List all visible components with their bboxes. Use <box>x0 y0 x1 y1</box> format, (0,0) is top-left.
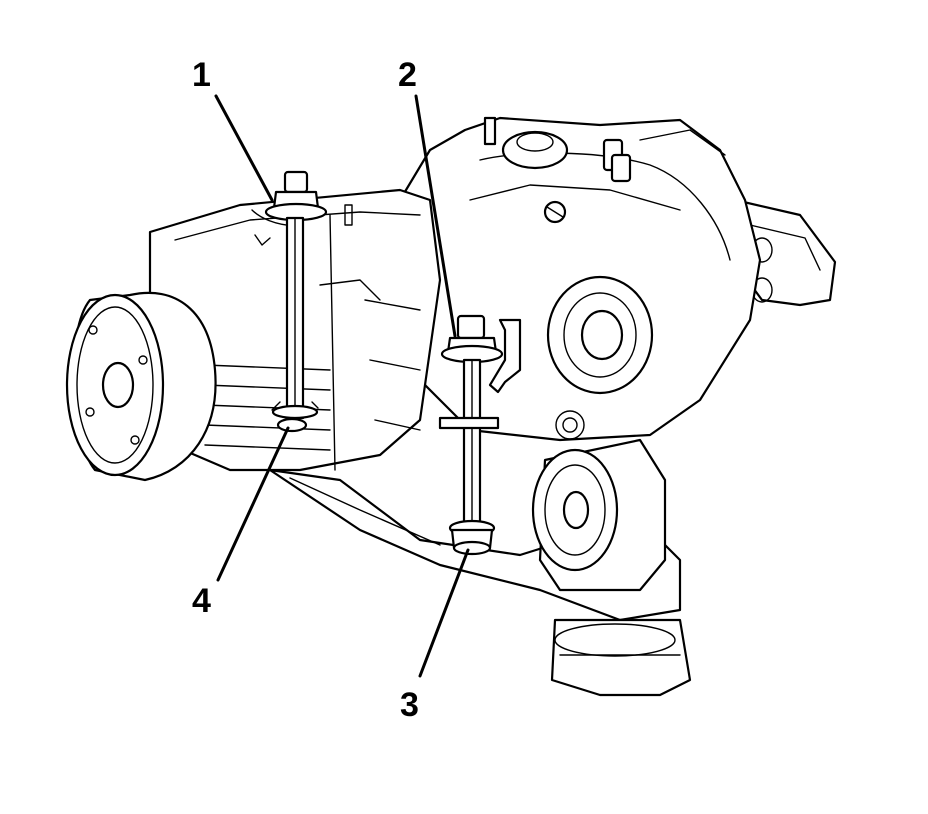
leader-line-2 <box>414 94 457 338</box>
callout-label-1: 1 <box>192 56 211 94</box>
mount-bolt-left <box>285 216 305 420</box>
bolt-retainer-4 <box>271 401 319 433</box>
leader-line-3 <box>418 548 470 678</box>
callout-label-3: 3 <box>400 686 419 724</box>
leader-line-4 <box>216 426 290 582</box>
leader-line-1 <box>214 94 274 202</box>
front-mount-bushing <box>531 438 667 592</box>
lower-bolt-head-3 <box>448 519 496 556</box>
callout-label-4: 4 <box>192 582 211 620</box>
upper-nut-bracket-2 <box>440 314 522 394</box>
callout-label-2: 2 <box>398 56 417 94</box>
output-seal-right <box>546 275 654 440</box>
mount-bolt-right <box>438 358 500 532</box>
differential-housing <box>65 116 837 697</box>
output-flange <box>65 291 217 482</box>
